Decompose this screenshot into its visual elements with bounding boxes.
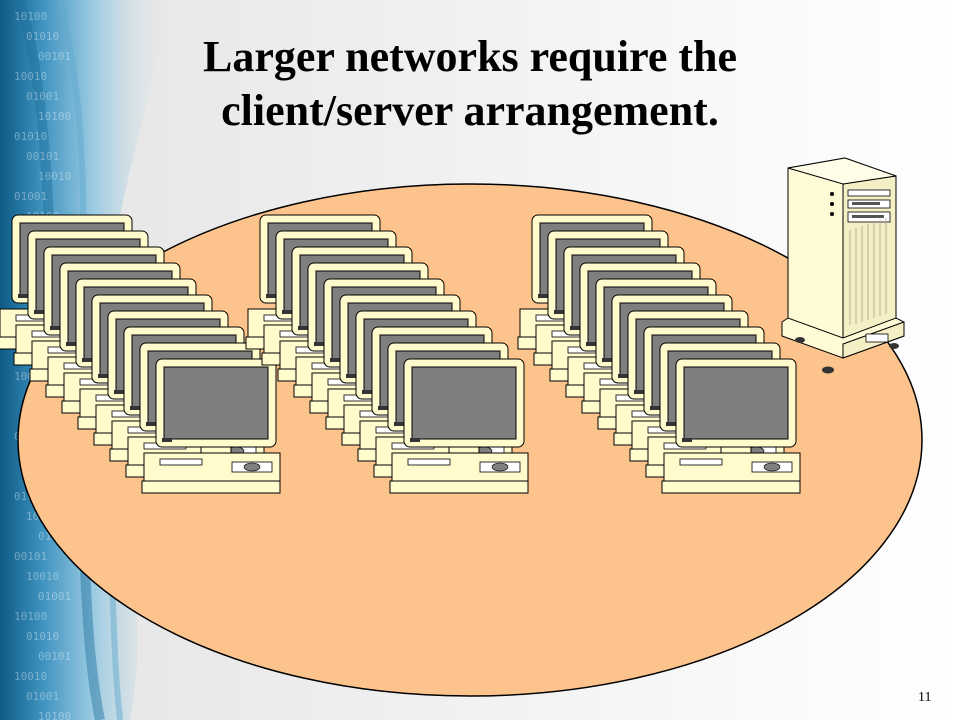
binary-digits-decoration: 10100 bbox=[14, 10, 47, 23]
binary-digits-decoration: 10010 bbox=[14, 70, 47, 83]
desktop-computer-icon bbox=[661, 358, 801, 494]
binary-digits-decoration: 10010 bbox=[26, 570, 59, 583]
binary-digits-decoration: 10100 bbox=[38, 710, 71, 720]
binary-digits-decoration: 10010 bbox=[14, 670, 47, 683]
slide-title: Larger networks require the client/serve… bbox=[60, 30, 880, 138]
client-group-2 bbox=[245, 214, 529, 494]
slide-title-line-2: client/server arrangement. bbox=[221, 86, 719, 135]
binary-digits-decoration: 01001 bbox=[26, 690, 59, 703]
binary-digits-decoration: 01010 bbox=[14, 130, 47, 143]
binary-digits-decoration: 01010 bbox=[26, 30, 59, 43]
binary-digits-decoration: 00101 bbox=[14, 550, 47, 563]
slide-title-line-1: Larger networks require the bbox=[202, 32, 738, 81]
binary-digits-decoration: 01001 bbox=[26, 90, 59, 103]
desktop-computer-icon bbox=[389, 358, 529, 494]
binary-digits-decoration: 00101 bbox=[38, 50, 71, 63]
binary-digits-decoration: 01001 bbox=[38, 590, 71, 603]
binary-digits-decoration: 10010 bbox=[38, 170, 71, 183]
client-group-3 bbox=[517, 214, 801, 494]
binary-digits-decoration: 10100 bbox=[14, 610, 47, 623]
page-number: 11 bbox=[918, 690, 932, 705]
client-group-1 bbox=[0, 214, 281, 494]
binary-digits-decoration: 01001 bbox=[14, 190, 47, 203]
binary-digits-decoration: 00101 bbox=[26, 150, 59, 163]
binary-digits-decoration: 00101 bbox=[38, 650, 71, 663]
binary-digits-decoration: 10100 bbox=[38, 110, 71, 123]
desktop-computer-icon bbox=[141, 358, 281, 494]
tower-server-icon bbox=[781, 157, 905, 374]
client-computers bbox=[0, 214, 801, 494]
binary-digits-decoration: 01010 bbox=[26, 630, 59, 643]
